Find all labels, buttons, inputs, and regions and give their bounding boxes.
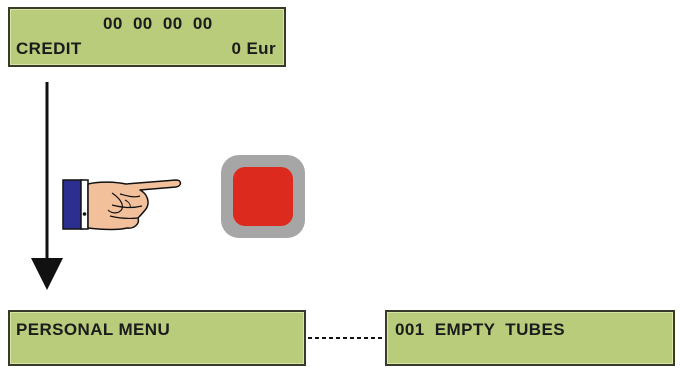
credit-label: CREDIT [16,39,82,58]
credit-display: 00 00 00 00 CREDIT 0 Eur [8,7,286,67]
empty-tubes-display: 001 EMPTY TUBES [385,310,675,366]
red-push-button-icon [221,155,305,238]
empty-tubes-label: 001 EMPTY TUBES [395,320,565,339]
personal-menu-label: PERSONAL MENU [16,320,171,339]
display-counter-line: 00 00 00 00 [103,14,213,33]
personal-menu-display: PERSONAL MENU [8,310,306,366]
credit-value: 0 Eur [231,39,276,58]
down-arrow-icon [31,82,63,290]
pointing-hand-icon [62,179,182,231]
